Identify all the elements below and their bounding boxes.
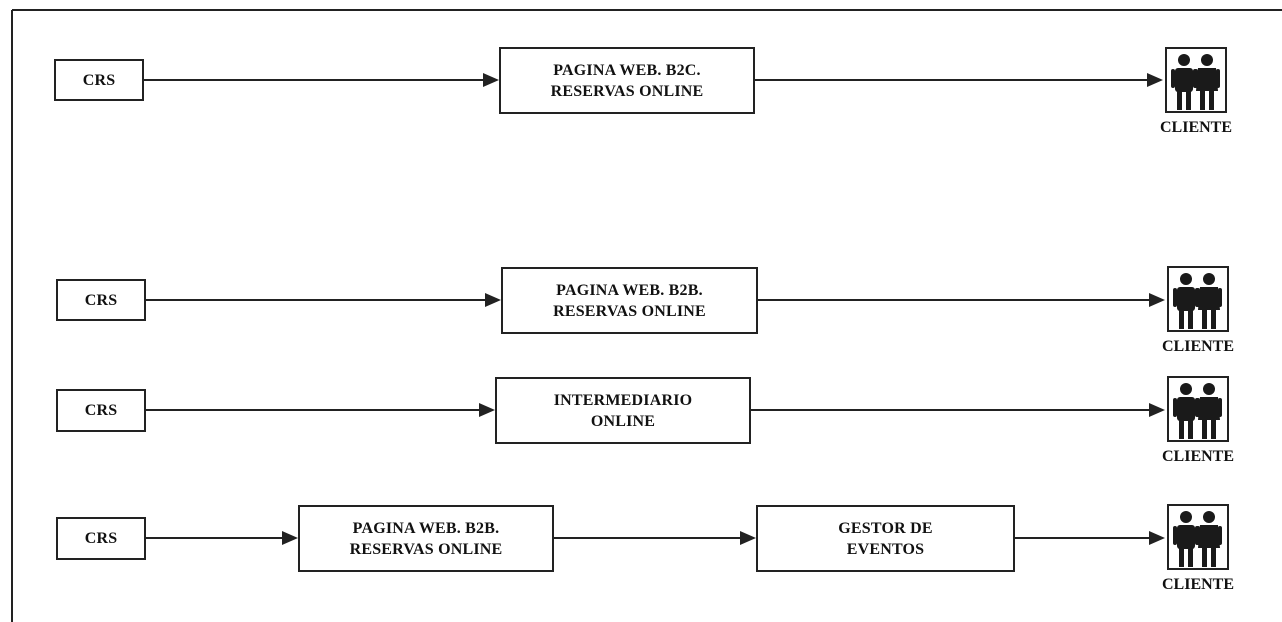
crs-box: CRS xyxy=(56,279,146,321)
arrow-head-icon xyxy=(1147,73,1163,87)
box-line-1: GESTOR DE xyxy=(838,519,933,537)
crs-box: CRS xyxy=(56,517,146,560)
b2b-web-booking-box: PAGINA WEB. B2B. RESERVAS ONLINE xyxy=(501,267,758,334)
client-node: CLIENTE xyxy=(1150,266,1246,356)
people-icon xyxy=(1165,47,1227,113)
arrow-head-icon xyxy=(483,73,499,87)
crs-label: CRS xyxy=(82,71,116,89)
connectors xyxy=(144,73,1165,545)
arrow-head-icon xyxy=(1149,293,1165,307)
client-label: CLIENTE xyxy=(1161,448,1235,465)
box-line-1: PAGINA WEB. B2B. xyxy=(556,281,703,299)
crs-label: CRS xyxy=(84,402,118,419)
crs-label: CRS xyxy=(84,530,118,547)
event-manager-box: GESTOR DE EVENTOS xyxy=(756,505,1015,572)
people-icon xyxy=(1167,376,1229,442)
crs-box: CRS xyxy=(56,389,146,432)
client-node: CLIENTE xyxy=(1148,47,1244,137)
arrow-head-icon xyxy=(485,293,501,307)
box-line-1: PAGINA WEB. B2C. xyxy=(553,61,701,79)
b2c-web-booking-box: PAGINA WEB. B2C. RESERVAS ONLINE xyxy=(499,47,755,114)
client-node: CLIENTE xyxy=(1150,504,1246,594)
arrow-head-icon xyxy=(479,403,495,417)
arrow-head-icon xyxy=(282,531,298,545)
arrow-head-icon xyxy=(1149,403,1165,417)
box-line-2: EVENTOS xyxy=(846,540,925,558)
b2b-web-booking-box: PAGINA WEB. B2B. RESERVAS ONLINE xyxy=(298,505,554,572)
people-icon xyxy=(1167,504,1229,570)
box-line-2: RESERVAS ONLINE xyxy=(553,302,706,320)
online-intermediary-box: INTERMEDIARIO ONLINE xyxy=(495,377,751,444)
box-line-2: RESERVAS ONLINE xyxy=(550,82,704,100)
arrow-head-icon xyxy=(740,531,756,545)
client-node: CLIENTE xyxy=(1150,376,1246,466)
client-label: CLIENTE xyxy=(1159,119,1233,136)
client-label: CLIENTE xyxy=(1161,576,1235,593)
arrow-head-icon xyxy=(1149,531,1165,545)
box-line-2: RESERVAS ONLINE xyxy=(349,540,503,558)
client-label: CLIENTE xyxy=(1161,338,1235,355)
box-line-1: INTERMEDIARIO xyxy=(553,391,693,409)
box-line-2: ONLINE xyxy=(590,412,656,430)
crs-box: CRS xyxy=(54,59,144,101)
box-line-1: PAGINA WEB. B2B. xyxy=(352,519,500,537)
crs-label: CRS xyxy=(84,291,118,309)
people-icon xyxy=(1167,266,1229,332)
